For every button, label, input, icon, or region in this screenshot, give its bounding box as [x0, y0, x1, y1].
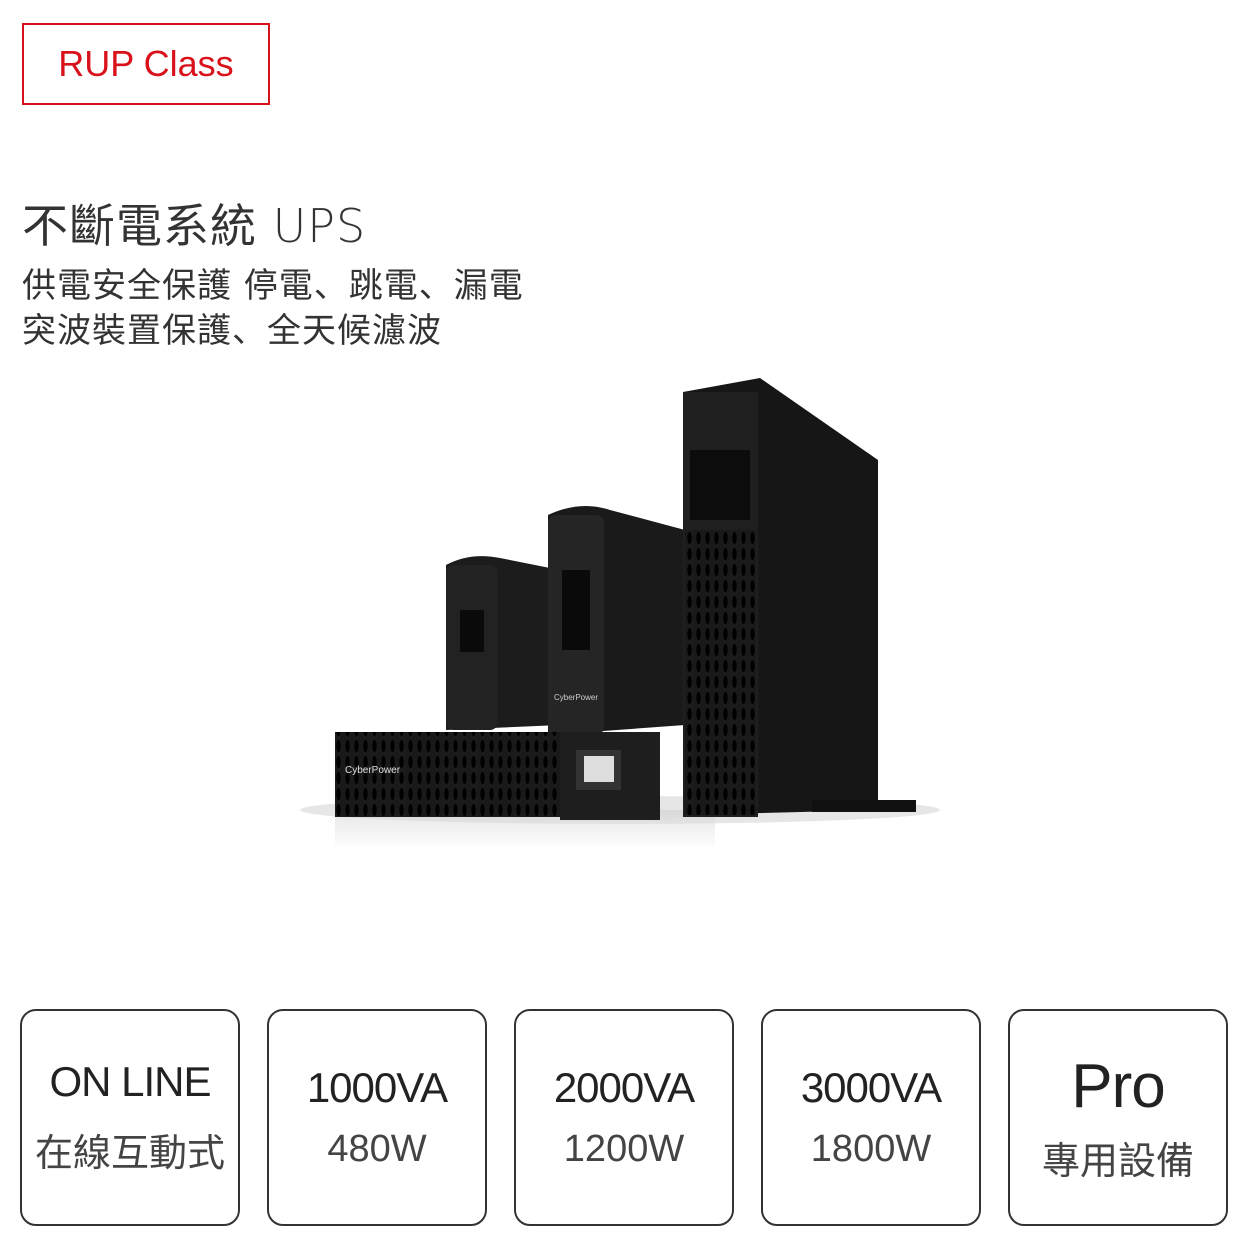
card-3000va-title: 3000VA: [800, 1064, 942, 1111]
card-online: ON LINE 在線互動式: [20, 1009, 240, 1226]
ups-tower-medium: CyberPower: [548, 506, 685, 735]
card-1000va-watts: 480W: [327, 1128, 427, 1170]
ups-tower-large: [683, 378, 916, 817]
card-1000va-title: 1000VA: [306, 1064, 448, 1111]
subtitle-line-2: 突波裝置保護、全天候濾波: [22, 311, 442, 351]
ups-rackmount: CyberPower: [335, 732, 660, 820]
card-online-title: ON LINE: [49, 1058, 211, 1105]
card-2000va-watts: 1200W: [563, 1128, 685, 1170]
card-pro-subtitle: 專用設備: [1041, 1140, 1194, 1183]
card-1000va: 1000VA 480W: [267, 1009, 487, 1226]
brand-logo-rack: CyberPower: [345, 765, 401, 776]
brand-logo: CyberPower: [554, 693, 598, 702]
badge-label: RUP Class: [58, 43, 234, 84]
subtitle-line-1: 供電安全保護 停電、跳電、漏電: [22, 266, 524, 306]
ups-product-image: CyberPower CyberPower: [300, 378, 940, 850]
ups-tower-small: [446, 556, 560, 730]
card-2000va: 2000VA 1200W: [514, 1009, 734, 1226]
card-online-subtitle: 在線互動式: [34, 1133, 225, 1175]
rup-class-badge: RUP Class: [22, 23, 270, 105]
card-pro-title: Pro: [1071, 1051, 1165, 1121]
card-pro: Pro 專用設備: [1008, 1009, 1228, 1226]
page-title: 不斷電系統 UPS: [22, 199, 367, 253]
card-3000va-watts: 1800W: [810, 1128, 932, 1170]
card-3000va: 3000VA 1800W: [761, 1009, 981, 1226]
card-2000va-title: 2000VA: [553, 1064, 695, 1111]
